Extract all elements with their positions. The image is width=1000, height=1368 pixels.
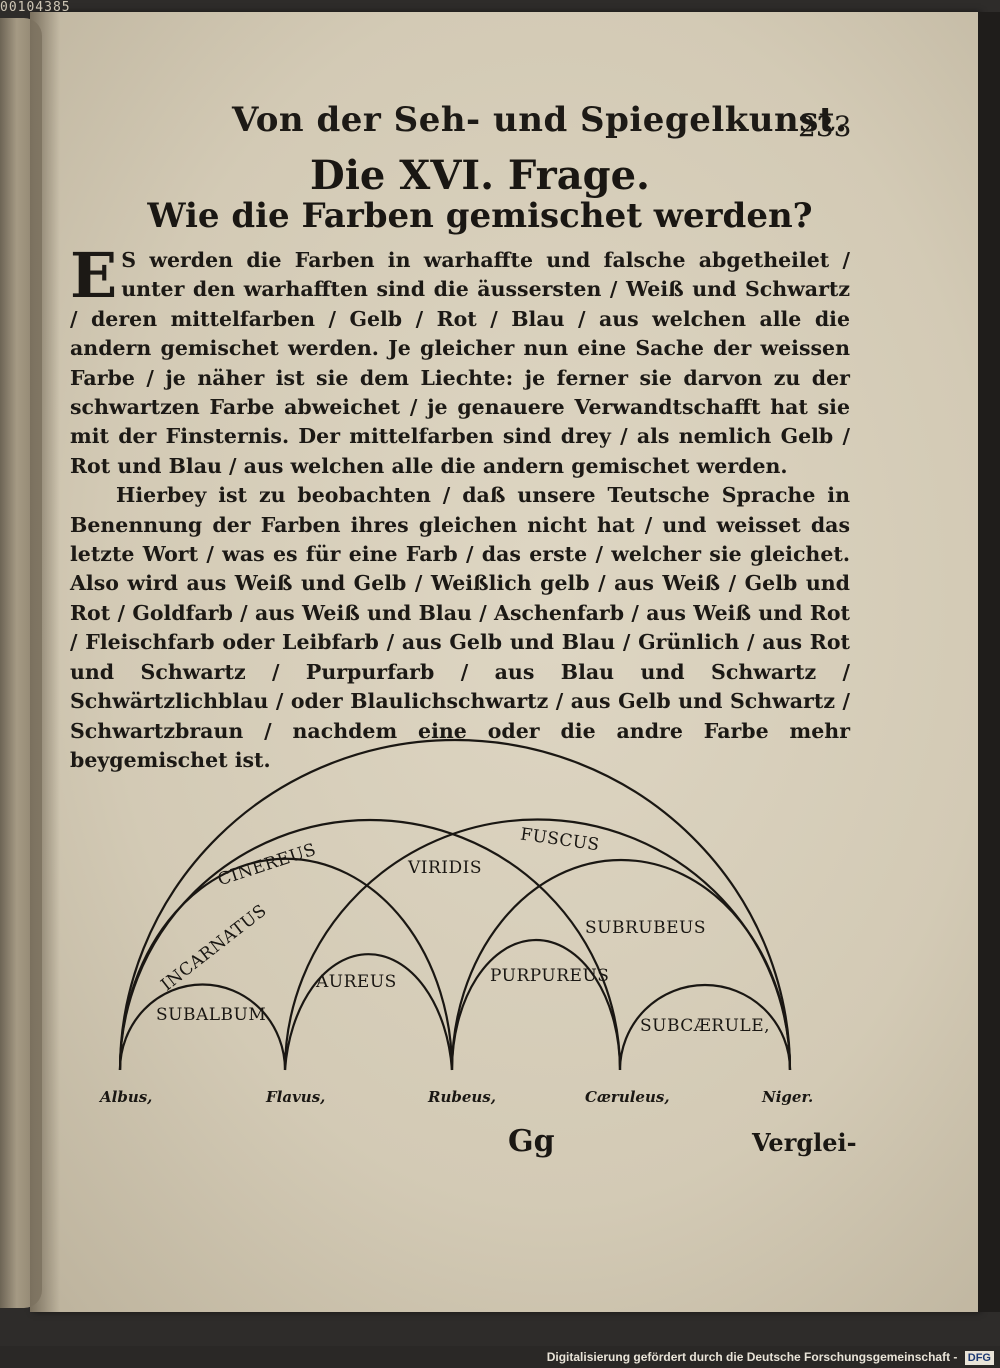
arc-albus-flavus [118,983,287,1071]
book-page [30,12,978,1312]
label-purpureus: PURPUREUS [490,966,610,986]
label-caeruleus: Cæruleus, [585,1088,670,1106]
paragraph-2: Hierbey ist zu beobachten / daß unsere T… [70,483,850,772]
chapter-title: Die XVI. Frage. [310,152,650,199]
dfg-logo: DFG [964,1350,994,1365]
arc-rubeus-caeruleus [450,938,622,1071]
color-mixing-diagram [118,738,792,1071]
catchword: Verglei- [752,1128,857,1157]
drop-cap: E [70,239,118,312]
label-rubeus: Rubeus, [428,1088,496,1106]
arc-flavus-rubeus [283,953,454,1071]
running-head: Von der Seh- und Spiegelkunst. [232,100,848,140]
label-subcaerule: SUBCÆRULE, [640,1016,771,1036]
question-title: Wie die Farben gemischet werden? [147,196,813,236]
catalog-number: 00104385 [0,0,71,15]
paragraph-1-text: S werden die Farben in warhaffte und fal… [70,248,850,478]
arc-caeruleus-niger [618,983,792,1071]
page-number: 233 [798,110,852,143]
arc-albus-caeruleus [118,818,622,1071]
digitization-footer: Digitalisierung gefördert durch die Deut… [0,1346,1000,1368]
right-margin-shadow [978,12,1000,1312]
label-albus: Albus, [100,1088,153,1106]
label-viridis: VIRIDIS [408,858,482,878]
label-niger: Niger. [762,1088,814,1106]
arc-outer [118,738,792,1071]
label-subalbum: SUBALBUM [156,1005,267,1025]
footer-text: Digitalisierung gefördert durch die Deut… [546,1350,958,1364]
label-subrubeus: SUBRUBEUS [585,918,706,938]
page-gutter [30,12,60,1312]
label-flavus: Flavus, [266,1088,326,1106]
signature-mark: Gg [508,1124,555,1159]
label-aureus: AUREUS [316,972,397,992]
arc-rubeus-niger [450,858,792,1071]
